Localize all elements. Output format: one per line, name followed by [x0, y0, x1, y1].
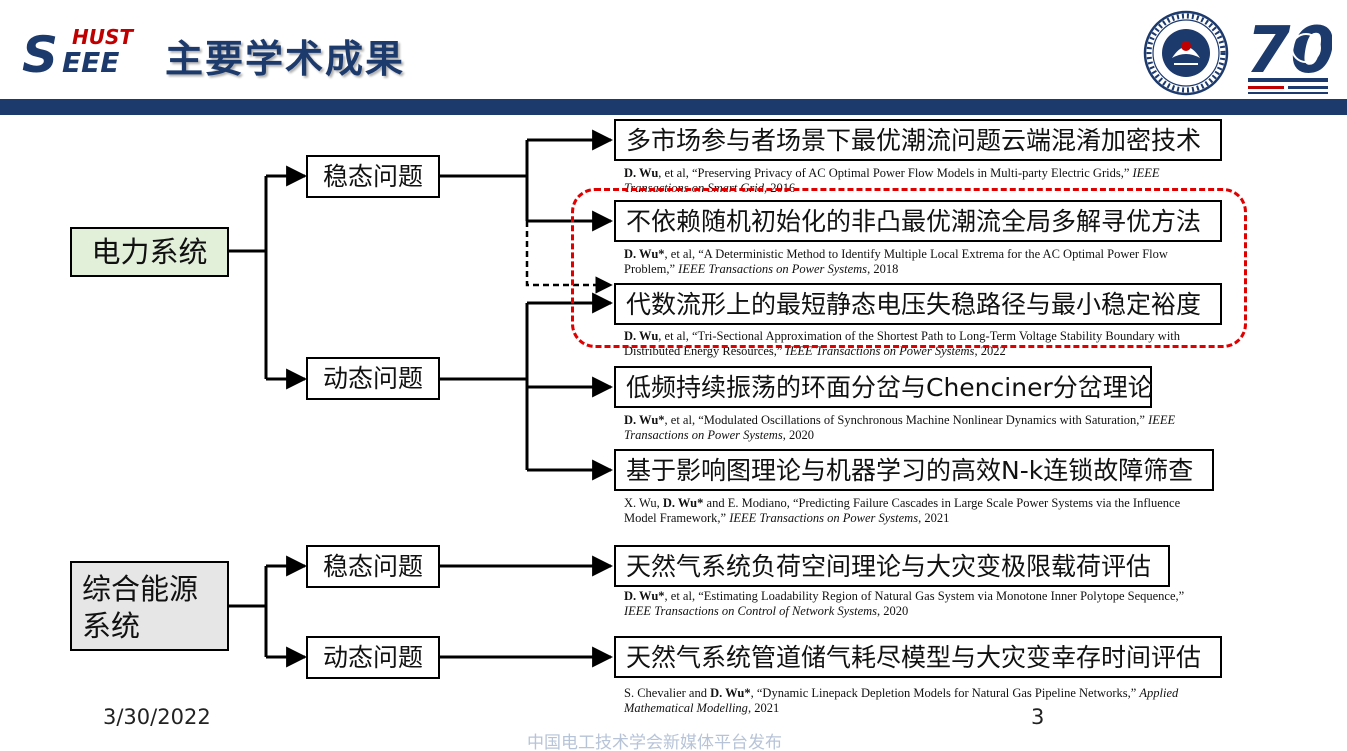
- logo-s: S: [22, 26, 58, 78]
- reference-citation: D. Wu*, et al, “Modulated Oscillations o…: [624, 413, 1176, 442]
- header-bar: [0, 99, 1347, 115]
- badge-70-text: 70: [1246, 14, 1332, 88]
- slide-date: 3/30/2022: [103, 705, 211, 729]
- hust-seee-logo: S HUST EEE: [22, 25, 134, 78]
- result-title: 基于影响图理论与机器学习的高效N-k连锁故障筛查: [614, 449, 1214, 491]
- result-title: 多市场参与者场景下最优潮流问题云端混淆加密技术: [614, 119, 1222, 161]
- root-label: 电力系统: [91, 234, 208, 269]
- highlight-frame: [571, 188, 1247, 348]
- category-dynamic-power: 动态问题: [306, 357, 440, 400]
- logo-hust: HUST: [72, 25, 134, 49]
- reference-citation: S. Chevalier and D. Wu*, “Dynamic Linepa…: [624, 686, 1179, 715]
- root-integrated-energy-system: 综合能源 系统: [70, 561, 229, 651]
- root-label-line1: 综合能源: [82, 572, 199, 606]
- result-title: 天然气系统管道储气耗尽模型与大灾变幸存时间评估: [614, 636, 1222, 678]
- category-steady-state-power: 稳态问题: [306, 155, 440, 198]
- anniversary-70-badge-icon: 70: [1246, 14, 1332, 94]
- root-label-line2: 系统: [82, 609, 141, 644]
- result-title: 不依赖随机初始化的非凸最优潮流全局多解寻优方法: [614, 200, 1222, 242]
- reference-citation: D. Wu*, et al, “Estimating Loadability R…: [624, 589, 1185, 618]
- category-steady-state-energy: 稳态问题: [306, 545, 440, 588]
- university-seal-icon: [1143, 10, 1229, 96]
- logo-eee: EEE: [62, 46, 119, 78]
- reference-citation: D. Wu*, et al, “A Deterministic Method t…: [624, 247, 1168, 276]
- slide-header: S HUST EEE 主要学术成果 70: [0, 0, 1347, 100]
- page-number: 3: [1031, 705, 1045, 729]
- root-power-system: 电力系统: [70, 227, 229, 277]
- result-title: 代数流形上的最短静态电压失稳路径与最小稳定裕度: [614, 283, 1222, 325]
- page-title: 主要学术成果: [165, 37, 406, 81]
- category-dynamic-energy: 动态问题: [306, 636, 440, 679]
- reference-citation: X. Wu, D. Wu* and E. Modiano, “Predictin…: [624, 496, 1181, 525]
- watermark: 中国电工技术学会新媒体平台发布: [527, 733, 782, 751]
- result-title: 低频持续振荡的环面分岔与Chenciner分岔理论: [614, 366, 1153, 408]
- result-title: 天然气系统负荷空间理论与大灾变极限载荷评估: [614, 545, 1170, 587]
